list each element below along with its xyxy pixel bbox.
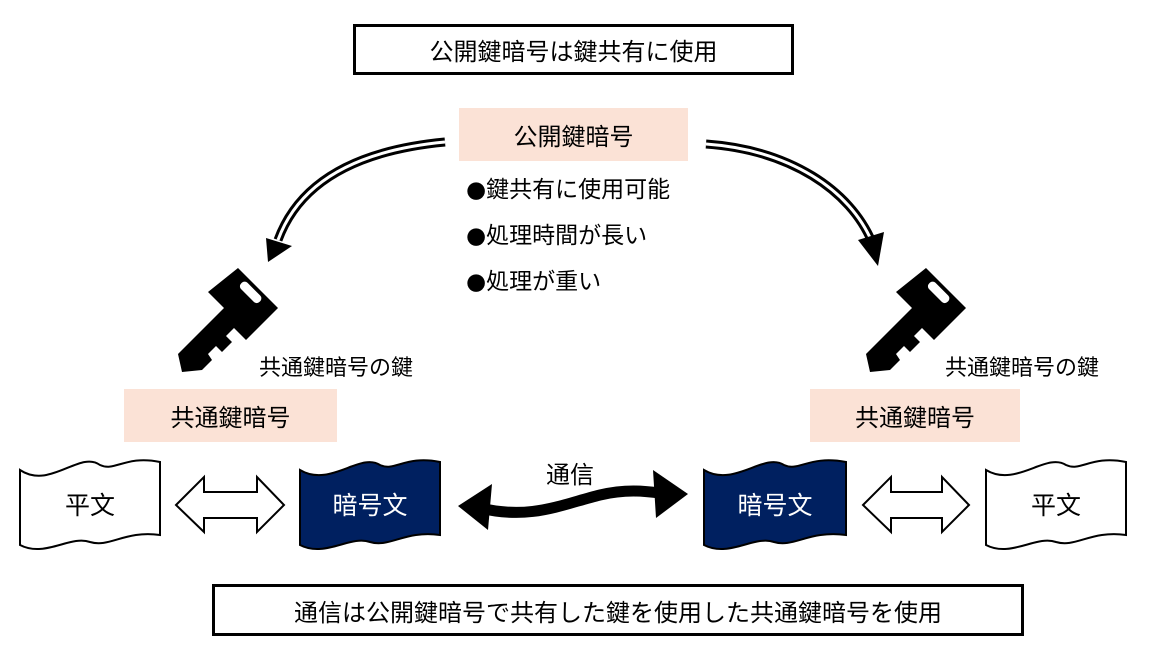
communication-label: 通信 [546, 461, 594, 489]
top-banner-text: 公開鍵暗号は鍵共有に使用 [429, 38, 718, 66]
arrowhead-icon [266, 238, 292, 262]
feature-item: ●鍵共有に使用可能 [466, 167, 670, 213]
right-key-label: 共通鍵暗号の鍵 [945, 356, 1100, 381]
feature-item: ●処理時間が長い [466, 213, 670, 259]
right-bidirectional-arrow [861, 474, 971, 535]
arrowhead-icon [858, 232, 884, 266]
ciphertext-doc-shape-right [703, 459, 847, 551]
feature-text: 鍵共有に使用可能 [486, 177, 671, 203]
key-icon [178, 268, 278, 372]
bottom-banner-text: 通信は公開鍵暗号で共有した鍵を使用した共通鍵暗号を使用 [294, 598, 942, 627]
feature-text: 処理が重い [486, 269, 602, 295]
bottom-banner: 通信は公開鍵暗号で共有した鍵を使用した共通鍵暗号を使用 [212, 584, 1024, 636]
right-ciphertext: 暗号文 [704, 462, 846, 546]
left-plaintext: 平文 [20, 462, 160, 546]
right-plaintext: 平文 [986, 462, 1126, 546]
ciphertext-doc-shape-left [299, 459, 441, 551]
feature-item: ●処理が重い [466, 259, 670, 305]
bullet-icon: ● [466, 269, 487, 295]
left-ciphertext-text: 暗号文 [332, 491, 408, 520]
public-key-features: ●鍵共有に使用可能 ●処理時間が長い ●処理が重い [466, 167, 670, 305]
right-symmetric-label: 共通鍵暗号 [810, 389, 1020, 442]
right-symmetric-label-text: 共通鍵暗号 [855, 404, 975, 432]
left-ciphertext: 暗号文 [300, 462, 440, 546]
plaintext-doc-shape-right [985, 459, 1127, 551]
left-symmetric-label-text: 共通鍵暗号 [170, 404, 291, 432]
feature-text: 処理時間が長い [486, 223, 648, 249]
communication-arrow [458, 470, 688, 530]
public-key-label: 公開鍵暗号 [459, 108, 688, 161]
right-ciphertext-text: 暗号文 [737, 491, 813, 520]
right-plaintext-text: 平文 [1030, 491, 1081, 520]
bullet-icon: ● [466, 223, 487, 249]
right-curved-arrow [705, 139, 884, 266]
left-plaintext-text: 平文 [64, 491, 115, 520]
key-icon [866, 268, 966, 372]
left-curved-arrow [266, 137, 446, 262]
plaintext-doc-shape-left [19, 459, 161, 551]
public-key-title: 公開鍵暗号 [513, 123, 634, 151]
top-banner: 公開鍵暗号は鍵共有に使用 [353, 24, 794, 75]
left-bidirectional-arrow [174, 474, 286, 535]
left-key-label: 共通鍵暗号の鍵 [259, 356, 414, 381]
bullet-icon: ● [466, 177, 487, 203]
left-symmetric-label: 共通鍵暗号 [124, 389, 337, 442]
